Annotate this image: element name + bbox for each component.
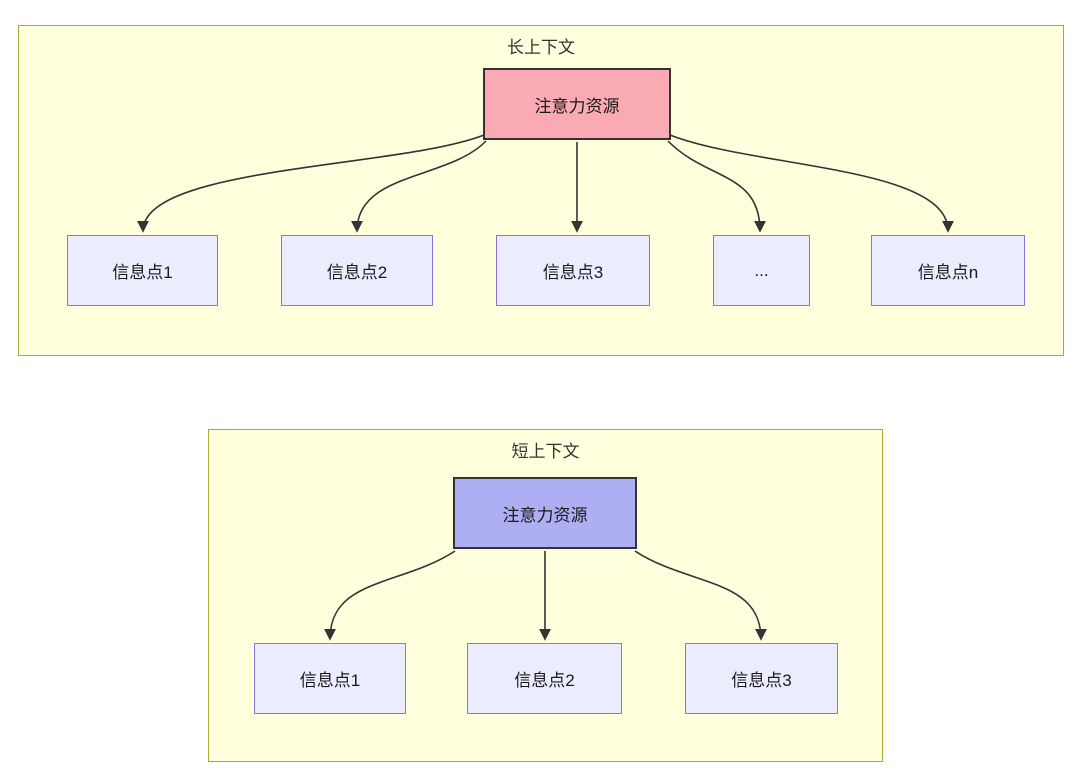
node-long-info-point-1-label: 信息点1 <box>112 263 173 282</box>
node-short-info-point-1: 信息点1 <box>254 643 406 714</box>
node-long-info-point-ellipsis-label: ... <box>754 260 769 280</box>
node-long-attention-resource: 注意力资源 <box>483 68 671 140</box>
node-long-info-point-1: 信息点1 <box>67 235 218 306</box>
node-long-info-point-n-label: 信息点n <box>917 263 979 282</box>
node-long-info-point-n: 信息点n <box>871 235 1025 306</box>
node-long-info-point-ellipsis: ... <box>713 235 810 306</box>
node-short-info-point-2-label: 信息点2 <box>514 671 575 690</box>
node-long-info-point-3: 信息点3 <box>496 235 650 306</box>
node-short-info-point-3: 信息点3 <box>685 643 838 714</box>
node-long-info-point-3-label: 信息点3 <box>542 263 604 282</box>
node-short-attention-resource: 注意力资源 <box>453 477 637 549</box>
node-short-info-point-2: 信息点2 <box>467 643 622 714</box>
cluster-long-context-title: 长上下文 <box>507 38 575 57</box>
node-short-info-point-1-label: 信息点1 <box>299 671 361 690</box>
node-short-attention-resource-label: 注意力资源 <box>502 505 588 525</box>
node-long-info-point-2: 信息点2 <box>281 235 433 306</box>
node-short-info-point-3-label: 信息点3 <box>731 671 792 690</box>
cluster-short-context-title: 短上下文 <box>511 442 580 461</box>
node-long-attention-resource-label: 注意力资源 <box>534 96 620 116</box>
node-long-info-point-2-label: 信息点2 <box>326 263 388 282</box>
